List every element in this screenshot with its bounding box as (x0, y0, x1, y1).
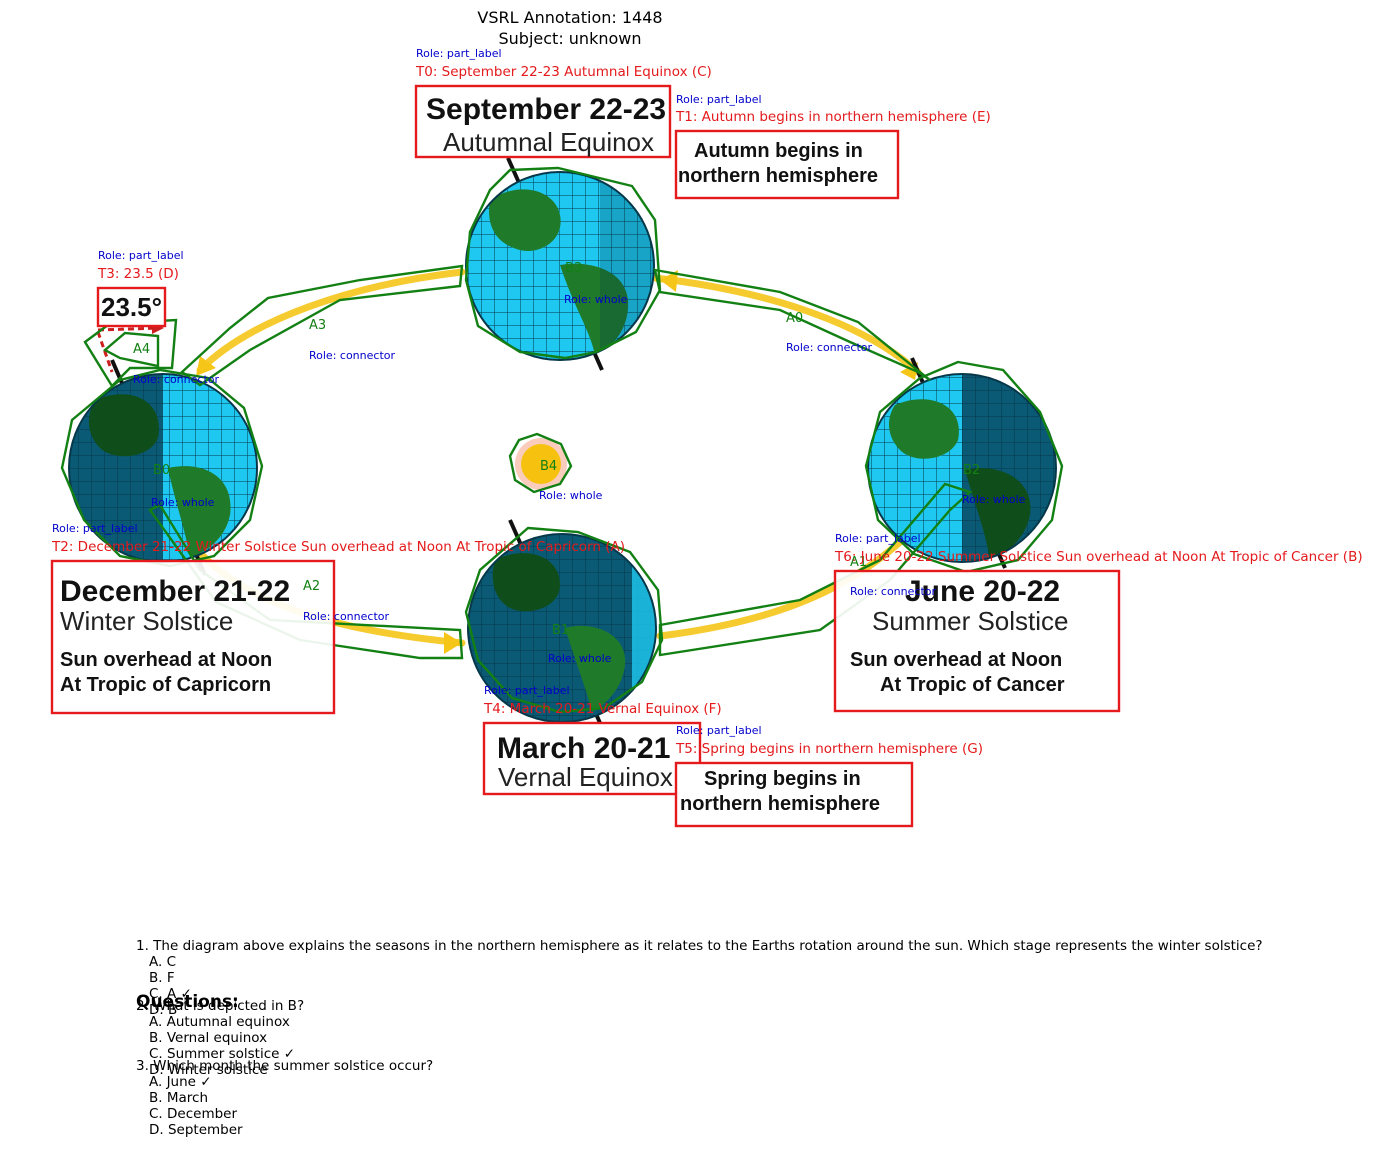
tilt-angle-indicator (96, 326, 161, 373)
b0-id: B0 (153, 463, 170, 478)
t6-role: Role: part_label (835, 532, 921, 545)
question-3-option-c: C. December (149, 1106, 238, 1122)
question-2: 2. What is depicted in B? A. Autumnal eq… (136, 998, 304, 1078)
a1-role: Role: connector (850, 585, 936, 598)
t1-label: T1: Autumn begins in northern hemisphere… (675, 109, 991, 125)
text-box-t4: March 20-21 Vernal Equinox (482, 721, 702, 796)
a4-id: A4 (133, 342, 150, 357)
question-3-option-a: A. June ✓ (149, 1074, 212, 1090)
t2-line4: At Tropic of Capricorn (60, 674, 271, 696)
b4-role: Role: whole (539, 489, 603, 502)
t4-line1: March 20-21 (497, 732, 670, 765)
question-3: 3. Which month the summer solstice occur… (136, 1058, 433, 1138)
t6-line1: June 20-22 (905, 575, 1060, 608)
sun (515, 438, 567, 490)
question-3-option-d: D. September (149, 1122, 243, 1138)
t2-label: T2: December 21-22 Winter Solstice Sun o… (51, 539, 625, 555)
t3-value: 23.5° (101, 292, 162, 322)
element-ids: B3 B2 B0 B1 B4 A0 A1 A2 A3 A4 (133, 261, 980, 638)
a0-role: Role: connector (786, 341, 872, 354)
b1-role: Role: whole (548, 652, 612, 665)
t5-role: Role: part_label (676, 724, 762, 737)
question-2-option-d: D. Winter solstice (149, 1062, 268, 1078)
text-box-t3: 23.5° (96, 286, 167, 328)
t3-role: Role: part_label (98, 249, 184, 262)
seasons-diagram: September 22-23 Autumnal Equinox Autumn … (50, 47, 1363, 828)
question-2-text: 2. What is depicted in B? (136, 998, 305, 1014)
t0-line2: Autumnal Equinox (443, 127, 654, 157)
question-2-option-a: A. Autumnal equinox (149, 1014, 290, 1030)
question-2-option-c: C. Summer solstice ✓ (149, 1046, 296, 1062)
annotation-subject: Subject: unknown (498, 29, 642, 48)
b0-role: Role: whole (151, 496, 215, 509)
t2-line2: Winter Solstice (60, 606, 233, 636)
b4-id: B4 (540, 459, 557, 474)
t1-role: Role: part_label (676, 93, 762, 106)
text-box-t5: Spring begins in northern hemisphere (674, 761, 914, 828)
t6-label: T6: June 20-22 Summer Solstice Sun overh… (834, 549, 1363, 565)
t0-role: Role: part_label (416, 47, 502, 60)
a2-id: A2 (303, 579, 320, 594)
question-1-option-a: A. C (149, 954, 177, 970)
orbit-segment-autumn-to-summer (651, 274, 922, 376)
text-box-t2: December 21-22 Winter Solstice Sun overh… (50, 559, 336, 715)
question-1-option-c: C. A ✓ (149, 986, 192, 1002)
t5-label: T5: Spring begins in northern hemisphere… (675, 741, 983, 757)
question-3-text: 3. Which month the summer solstice occur… (136, 1058, 434, 1074)
a3-id: A3 (309, 318, 326, 333)
question-1: 1. The diagram above explains the season… (136, 938, 1263, 1018)
question-1-option-d: D. B (149, 1002, 178, 1018)
text-box-t1: Autumn begins in northern hemisphere (674, 129, 900, 200)
question-1-option-b: B. F (149, 970, 175, 986)
t5-line1: Spring begins in (704, 768, 861, 790)
b2-role: Role: whole (962, 493, 1026, 506)
t4-line2: Vernal Equinox (498, 762, 673, 792)
t4-role: Role: part_label (484, 684, 570, 697)
text-box-t6: June 20-22 Summer Solstice Sun overhead … (833, 569, 1121, 713)
a4-role: Role: connector (133, 373, 219, 386)
t3-label: T3: 23.5 (D) (97, 266, 179, 282)
a0-id: A0 (786, 311, 803, 326)
question-2-option-b: B. Vernal equinox (149, 1030, 268, 1046)
label-captions: T0: September 22-23 Autumnal Equinox (C)… (51, 64, 1363, 757)
t6-line3: Sun overhead at Noon (850, 649, 1062, 671)
question-1-text: 1. The diagram above explains the season… (136, 938, 1263, 954)
t5-line2: northern hemisphere (680, 793, 880, 815)
b3-id: B3 (565, 261, 582, 276)
t2-line1: December 21-22 (60, 575, 290, 608)
a3-role: Role: connector (309, 349, 395, 362)
t2-line3: Sun overhead at Noon (60, 649, 272, 671)
questions-heading: Questions: (136, 992, 239, 1012)
t0-line1: September 22-23 (426, 93, 666, 126)
t6-line2: Summer Solstice (872, 606, 1069, 636)
a2-role: Role: connector (303, 610, 389, 623)
t2-role: Role: part_label (52, 522, 138, 535)
question-3-option-b: B. March (149, 1090, 208, 1106)
annotation-title: VSRL Annotation: 1448 (477, 8, 663, 27)
text-box-t0: September 22-23 Autumnal Equinox (414, 84, 672, 159)
t1-line2: northern hemisphere (678, 165, 878, 187)
t6-line4: At Tropic of Cancer (880, 674, 1065, 696)
t1-line1: Autumn begins in (694, 140, 863, 162)
b1-id: B1 (552, 623, 569, 638)
b2-id: B2 (963, 463, 980, 478)
t0-label: T0: September 22-23 Autumnal Equinox (C) (415, 64, 712, 80)
b3-role: Role: whole (564, 293, 628, 306)
earth-vernal-equinox (467, 533, 657, 723)
orbit-segment-autumn-to-winter (196, 268, 466, 374)
t4-label: T4: March 20-21 Vernal Equinox (F) (483, 701, 722, 717)
a1-id: A1 (850, 555, 867, 570)
role-labels: Role: part_label Role: part_label Role: … (52, 47, 1026, 737)
